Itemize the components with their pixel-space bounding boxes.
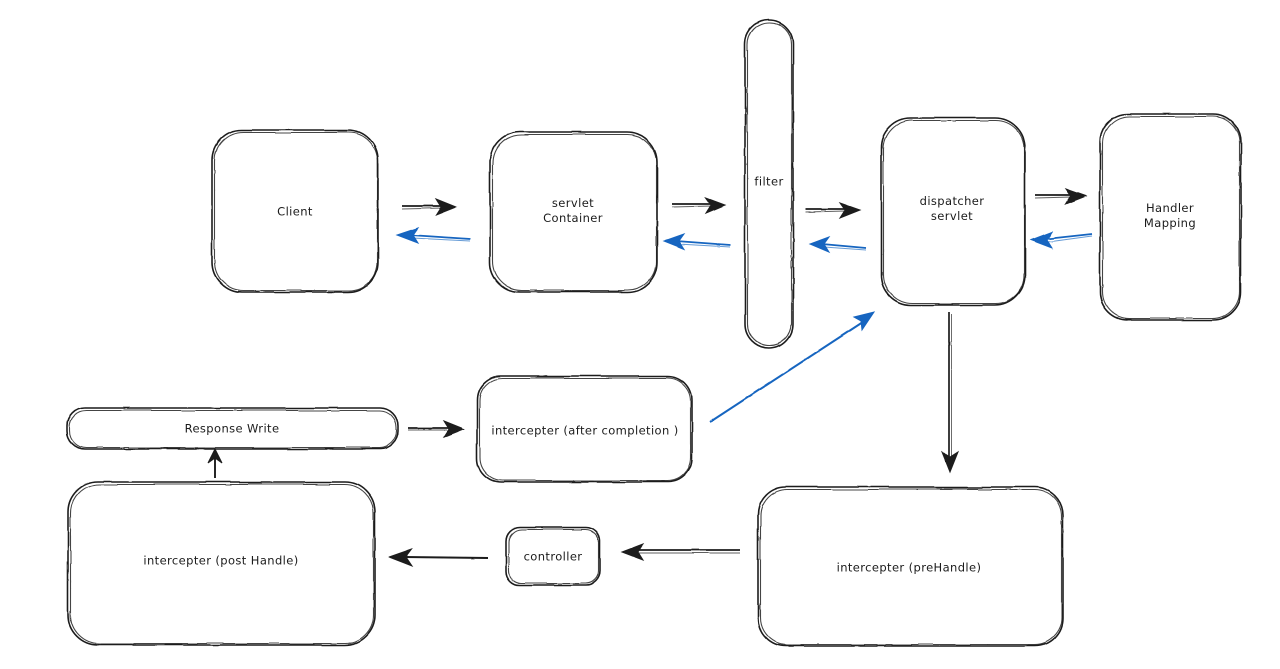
edge-after-completion-to-dispatcher-servlet: [709, 311, 876, 423]
node-shape-post-handle[interactable]: [67, 481, 376, 646]
edge-dispatcher-servlet-to-handler-mapping: [1034, 188, 1088, 206]
node-controller[interactable]: [506, 527, 600, 585]
node-shape-client[interactable]: [211, 129, 379, 293]
edge-response-write-to-after-completion: [408, 419, 466, 439]
node-dispatcher-servlet[interactable]: [881, 118, 1025, 305]
node-shape-pre-handle[interactable]: [757, 486, 1064, 647]
node-shape-handler-mapping[interactable]: [1099, 113, 1242, 321]
node-shape-after-completion[interactable]: [476, 375, 693, 483]
node-pre-handle[interactable]: [758, 487, 1063, 646]
node-filter[interactable]: [745, 20, 793, 348]
edge-servlet-container-to-filter: [671, 196, 727, 215]
edge-dispatcher-servlet-to-pre-handle: [940, 312, 960, 474]
edge-client-to-servlet-container: [401, 197, 458, 217]
edge-controller-to-post-handle: [387, 547, 489, 568]
node-post-handle[interactable]: [68, 482, 375, 645]
node-shape-servlet-container[interactable]: [489, 131, 658, 293]
node-handler-mapping[interactable]: [1100, 114, 1241, 320]
node-servlet-container[interactable]: [490, 132, 657, 292]
node-shape-dispatcher-servlet[interactable]: [880, 117, 1026, 306]
node-shape-filter[interactable]: [744, 19, 794, 349]
node-response-write[interactable]: [67, 408, 398, 449]
edge-post-handle-to-response-write: [207, 447, 223, 478]
edge-dispatcher-servlet-to-filter: [808, 235, 867, 254]
edge-filter-to-dispatcher-servlet: [805, 202, 862, 220]
node-shape-controller[interactable]: [505, 526, 601, 586]
edge-servlet-container-to-client: [395, 227, 471, 244]
node-client[interactable]: [212, 130, 378, 292]
edge-pre-handle-to-controller: [620, 543, 740, 561]
edge-filter-to-servlet-container: [662, 233, 731, 251]
node-after-completion[interactable]: [477, 376, 692, 482]
edge-handler-mapping-to-dispatcher-servlet: [1029, 231, 1093, 249]
node-shape-response-write[interactable]: [66, 407, 399, 450]
